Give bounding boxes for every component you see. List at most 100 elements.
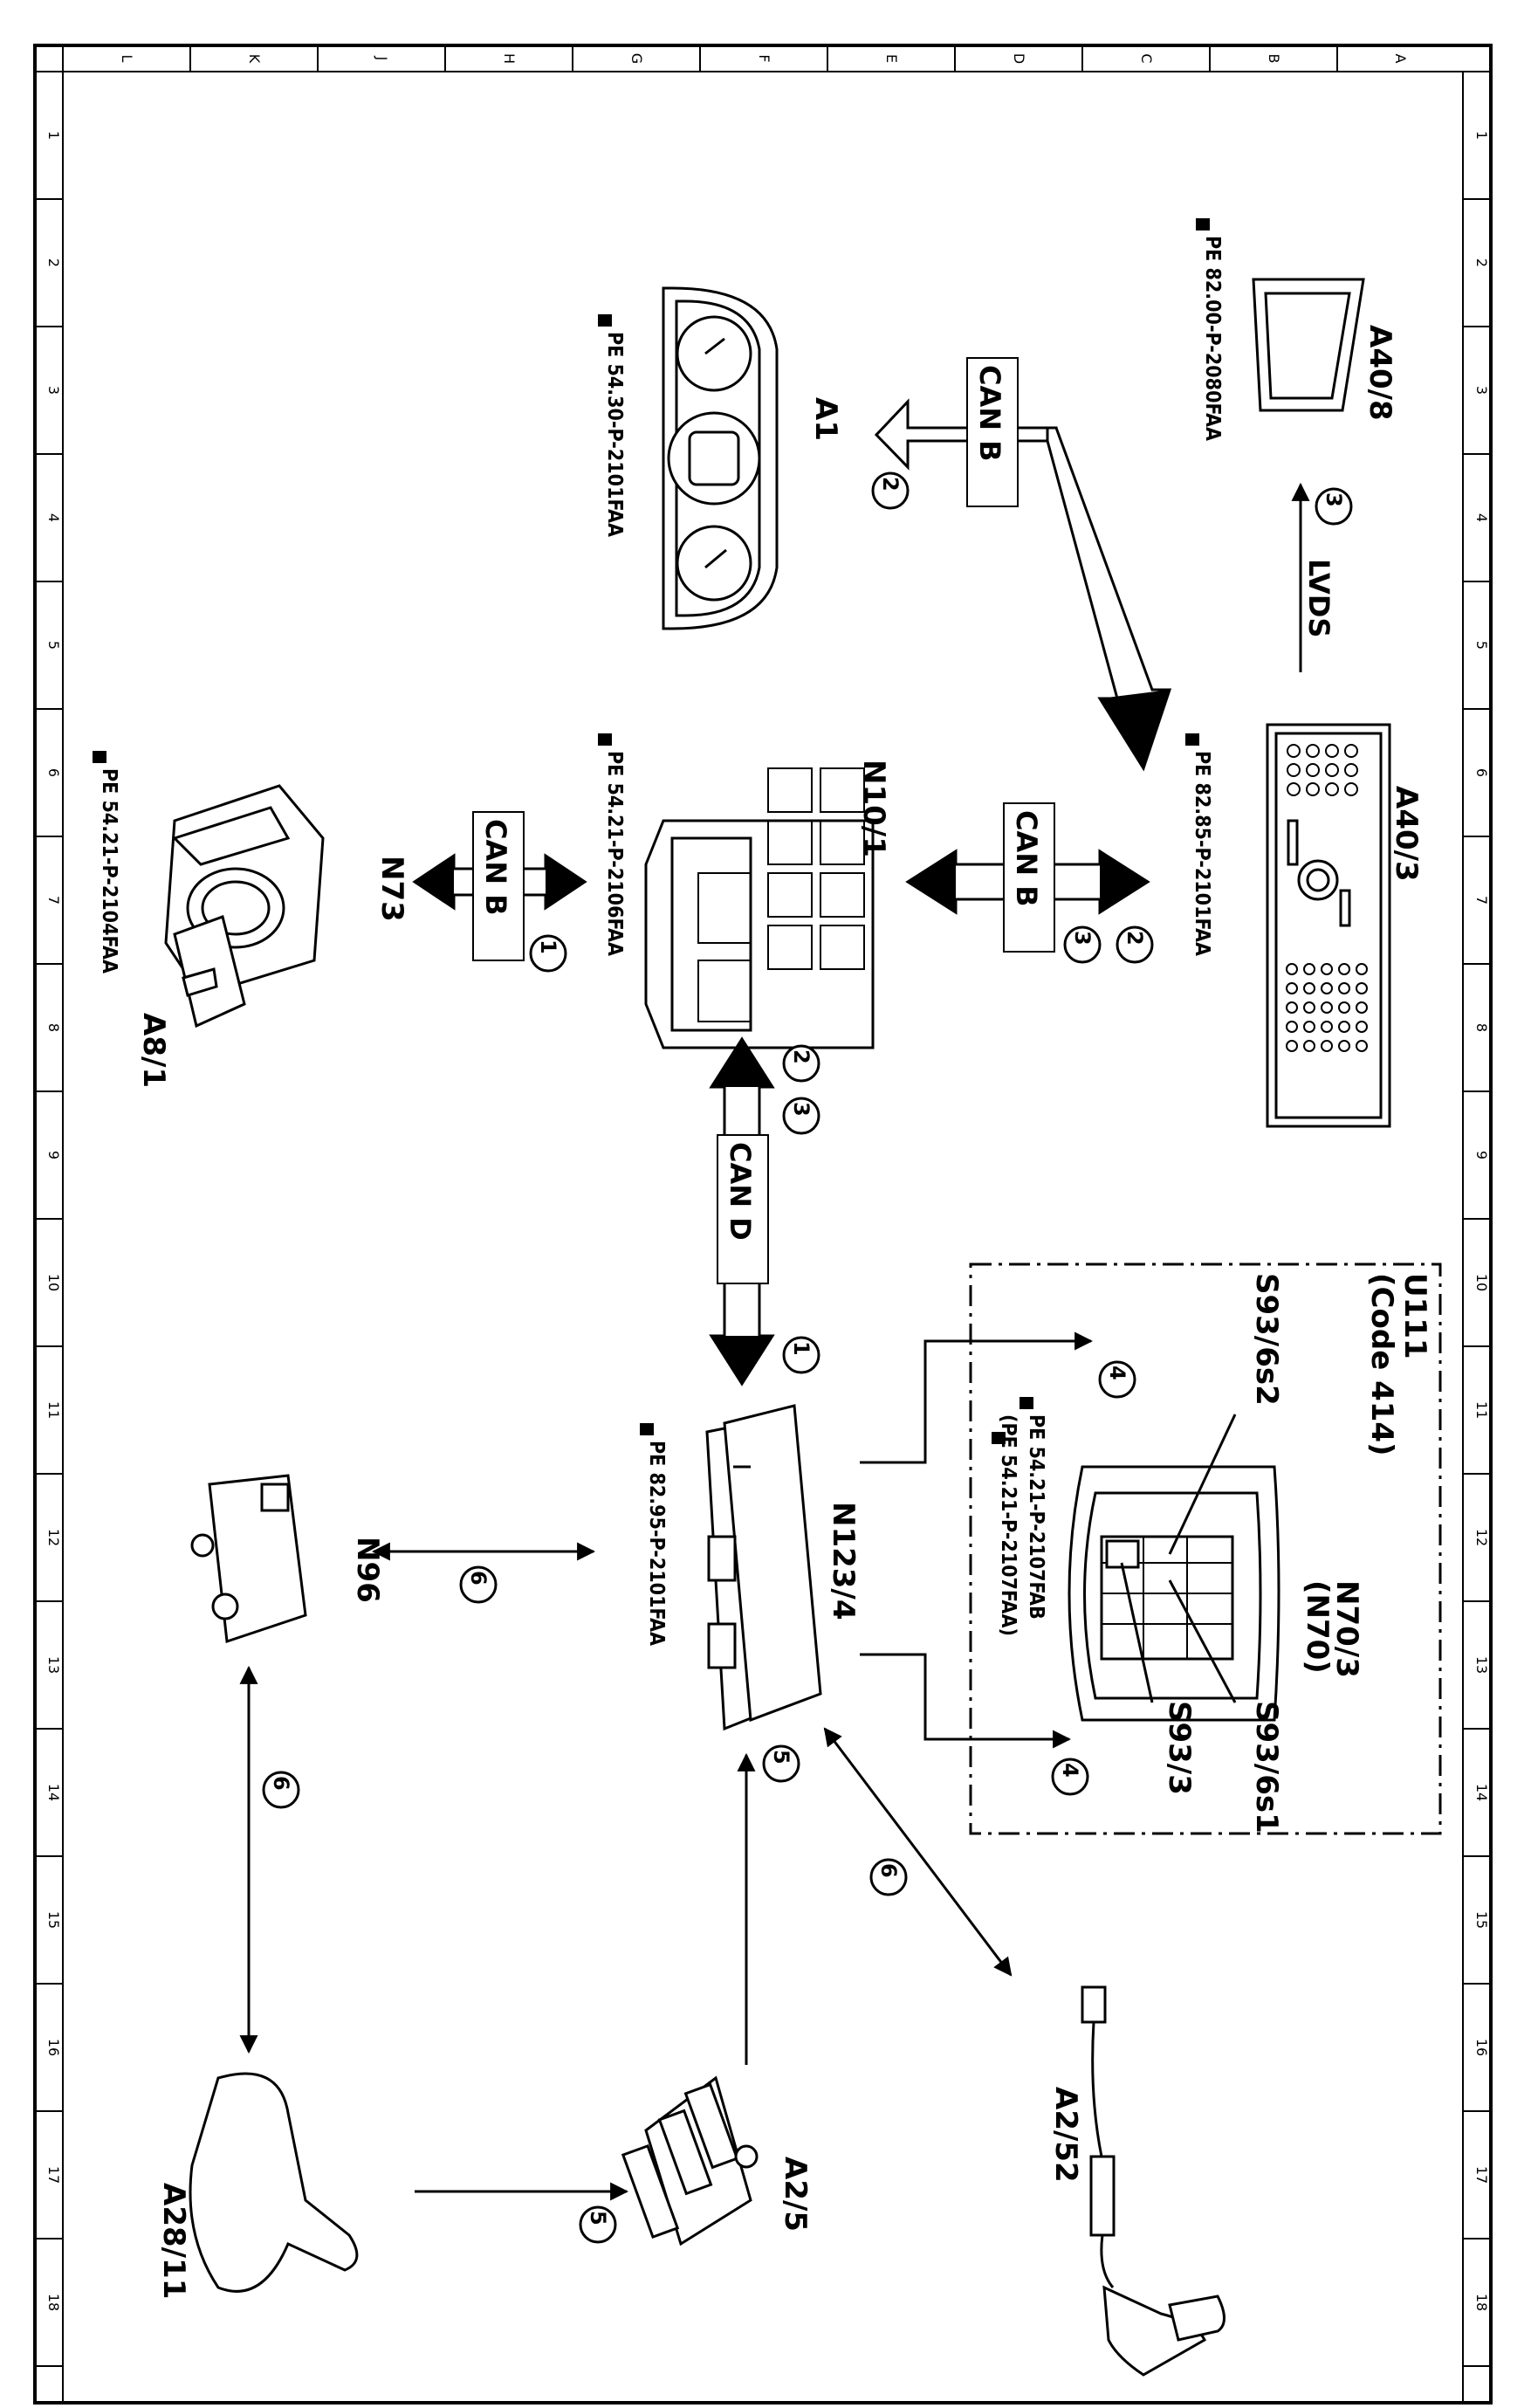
row-label: 4 <box>1473 513 1490 522</box>
row-label: 1 <box>45 131 62 140</box>
svg-text:2: 2 <box>1123 931 1147 946</box>
frame-inner <box>62 71 1464 2404</box>
row-label: 8 <box>1473 1023 1490 1032</box>
can-d-text: CAN D <box>724 1142 757 1241</box>
row-label: 1 <box>1473 131 1490 140</box>
a8-1-label: A8/1 <box>136 1013 171 1088</box>
svg-text:5: 5 <box>586 2211 610 2226</box>
marker-3-cand: 3 <box>782 1097 820 1135</box>
svg-text:1: 1 <box>536 939 560 954</box>
svg-text:3: 3 <box>1322 492 1346 507</box>
n123-to-s93-links <box>860 1331 1094 1749</box>
row-label: 13 <box>45 1656 62 1674</box>
row-label: 18 <box>1473 2294 1490 2311</box>
can-b-mid-badge <box>1003 802 1055 953</box>
can-b-top-badge <box>966 357 1019 507</box>
n10-1-label: N10/1 <box>856 760 891 857</box>
component-n70-3: N70/3 (N70) PE 54.21-P-2107FAB (PE 54.21… <box>997 1414 1364 1722</box>
component-n96: N96 <box>190 1474 385 1644</box>
col-label: J <box>374 56 390 61</box>
a1-ref: PE 54.30-P-2101FAA <box>603 332 626 537</box>
can-b-top-link: CAN B <box>874 357 1172 772</box>
can-b-left-badge <box>472 811 525 961</box>
hand-pointer-icon <box>1185 733 1199 746</box>
svg-text:1: 1 <box>789 1341 814 1356</box>
row-label: 15 <box>45 1911 62 1929</box>
a40-3-ref: PE 82.85-P-2101FAA <box>1191 751 1213 956</box>
n123-a2-52-link <box>823 1727 1013 1977</box>
can-b-mid-link: CAN B <box>905 802 1150 953</box>
component-n123-4: N123/4 PE 82.95-P-2101FAA <box>645 1404 861 1731</box>
svg-text:3: 3 <box>1070 931 1095 946</box>
can-b-left-link: CAN B <box>412 811 587 961</box>
column-header: L K J H G F E D C B A <box>62 45 1409 72</box>
marker-6-n96: 6 <box>459 1565 498 1604</box>
a40-3-buttons-top <box>1287 744 1358 796</box>
u111-label: U111 <box>1397 1273 1432 1359</box>
a40-3-buttons-bottom <box>1286 963 1368 1052</box>
svg-text:2: 2 <box>789 1049 814 1064</box>
row-label: 18 <box>45 2294 62 2311</box>
svg-text:4: 4 <box>1105 1366 1129 1380</box>
a40-3-label: A40/3 <box>1389 786 1424 882</box>
lvds-text: LVDS <box>1302 559 1335 637</box>
u111-code: (Code 414) <box>1364 1273 1399 1456</box>
row-label: 10 <box>45 1274 62 1291</box>
s93-3-label: S93/3 <box>1162 1701 1197 1795</box>
s93-6s2-label: S93/6s2 <box>1249 1273 1284 1406</box>
marker-4-bot: 4 <box>1051 1758 1089 1796</box>
component-n73: N73 A8/1 PE 54.21-P-2104FAA <box>98 768 409 1088</box>
row-label: 15 <box>1473 1911 1490 1929</box>
s93-6s1-label: S93/6s1 <box>1249 1701 1284 1834</box>
row-label: 3 <box>45 386 62 395</box>
n70-3-label: N70/3 <box>1329 1580 1364 1678</box>
component-a2-5: A2/5 <box>621 2075 813 2246</box>
component-u111: U111 (Code 414) <box>969 1262 1442 1835</box>
col-label: L <box>119 55 135 63</box>
marker-3-lvds: 3 <box>1315 487 1353 526</box>
a1-label: A1 <box>808 397 843 441</box>
row-label: 5 <box>1473 641 1490 650</box>
n96-label: N96 <box>350 1537 385 1603</box>
row-label: 11 <box>1473 1401 1490 1419</box>
marker-5-a25: 5 <box>762 1744 800 1783</box>
component-a40-8: A40/8 PE 82.00-P-2080FAA <box>1201 236 1397 441</box>
hand-pointer-icon <box>93 751 106 763</box>
col-label: K <box>246 54 263 64</box>
row-label: 7 <box>45 896 62 905</box>
component-a2-52: A2/52 <box>1048 1985 1225 2377</box>
row-label: 12 <box>1473 1529 1490 1546</box>
hand-pointer-icon <box>640 1423 654 1435</box>
row-label: 12 <box>45 1529 62 1546</box>
component-a40-3: A40/3 PE 82.85-P-2101FAA <box>1191 723 1424 1128</box>
row-label: 17 <box>45 2166 62 2184</box>
row-label: 4 <box>45 513 62 522</box>
n73-label: N73 <box>374 856 409 922</box>
hand-pointer-icon <box>598 733 612 746</box>
row-label: 14 <box>1473 1784 1490 1801</box>
n10-1-ref: PE 54.21-P-2106FAA <box>603 751 626 956</box>
n70-label: (N70) <box>1300 1580 1335 1674</box>
row-label: 9 <box>45 1151 62 1159</box>
n70-3-ref1: PE 54.21-P-2107FAB <box>1025 1414 1047 1620</box>
n70-3-ref2: (PE 54.21-P-2107FAA) <box>997 1414 1020 1636</box>
marker-5-a2811: 5 <box>579 2205 617 2244</box>
n123-4-ref: PE 82.95-P-2101FAA <box>645 1441 668 1646</box>
can-b-top-text: CAN B <box>973 365 1006 462</box>
col-label: G <box>628 53 645 64</box>
hand-pointer-icon <box>1020 1397 1033 1409</box>
pointer-icons <box>93 218 1210 1444</box>
svg-text:6: 6 <box>876 1863 901 1878</box>
n123-4-label: N123/4 <box>826 1502 861 1620</box>
s93-leaders: S93/6s2 S93/6s1 S93/3 <box>1120 1273 1284 1834</box>
marker-2-a1: 2 <box>871 471 910 510</box>
a40-8-ref: PE 82.00-P-2080FAA <box>1201 236 1224 441</box>
svg-text:3: 3 <box>789 1102 814 1117</box>
col-label: C <box>1138 53 1155 63</box>
component-a28-11: A28/11 <box>156 2072 359 2299</box>
marker-1-left: 1 <box>529 934 567 973</box>
col-label: A <box>1392 54 1409 64</box>
row-label: 3 <box>1473 386 1490 395</box>
marker-2-cand: 2 <box>782 1044 820 1083</box>
row-label: 11 <box>45 1401 62 1419</box>
